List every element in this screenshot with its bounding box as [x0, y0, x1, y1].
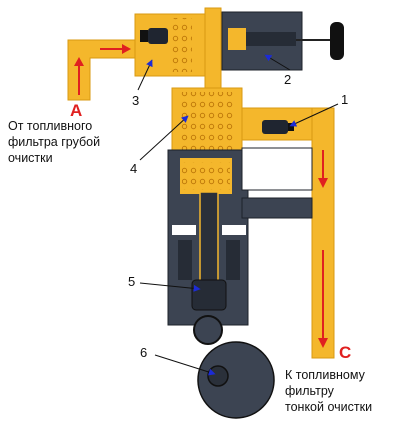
callout-2: 2: [284, 72, 292, 87]
eccentric-cam: [193, 315, 275, 419]
callout-3: 3: [132, 93, 140, 108]
inlet-valve-chamber: [134, 13, 216, 77]
outlet-caption: К топливному фильтру тонкой очистки: [285, 368, 373, 414]
callout-1: 1: [341, 92, 349, 107]
callout-leaders: [137, 54, 339, 376]
callout-5: 5: [128, 274, 136, 289]
plunger: [191, 191, 227, 311]
callout-4: 4: [130, 161, 138, 176]
regulator-housing: [221, 11, 344, 71]
inlet-port-label: A: [70, 101, 83, 120]
plunger-housing: [167, 147, 313, 326]
inlet-caption: От топливного фильтра грубой очистки: [8, 119, 101, 165]
outlet-port-label: C: [339, 343, 352, 362]
callout-6: 6: [140, 345, 148, 360]
